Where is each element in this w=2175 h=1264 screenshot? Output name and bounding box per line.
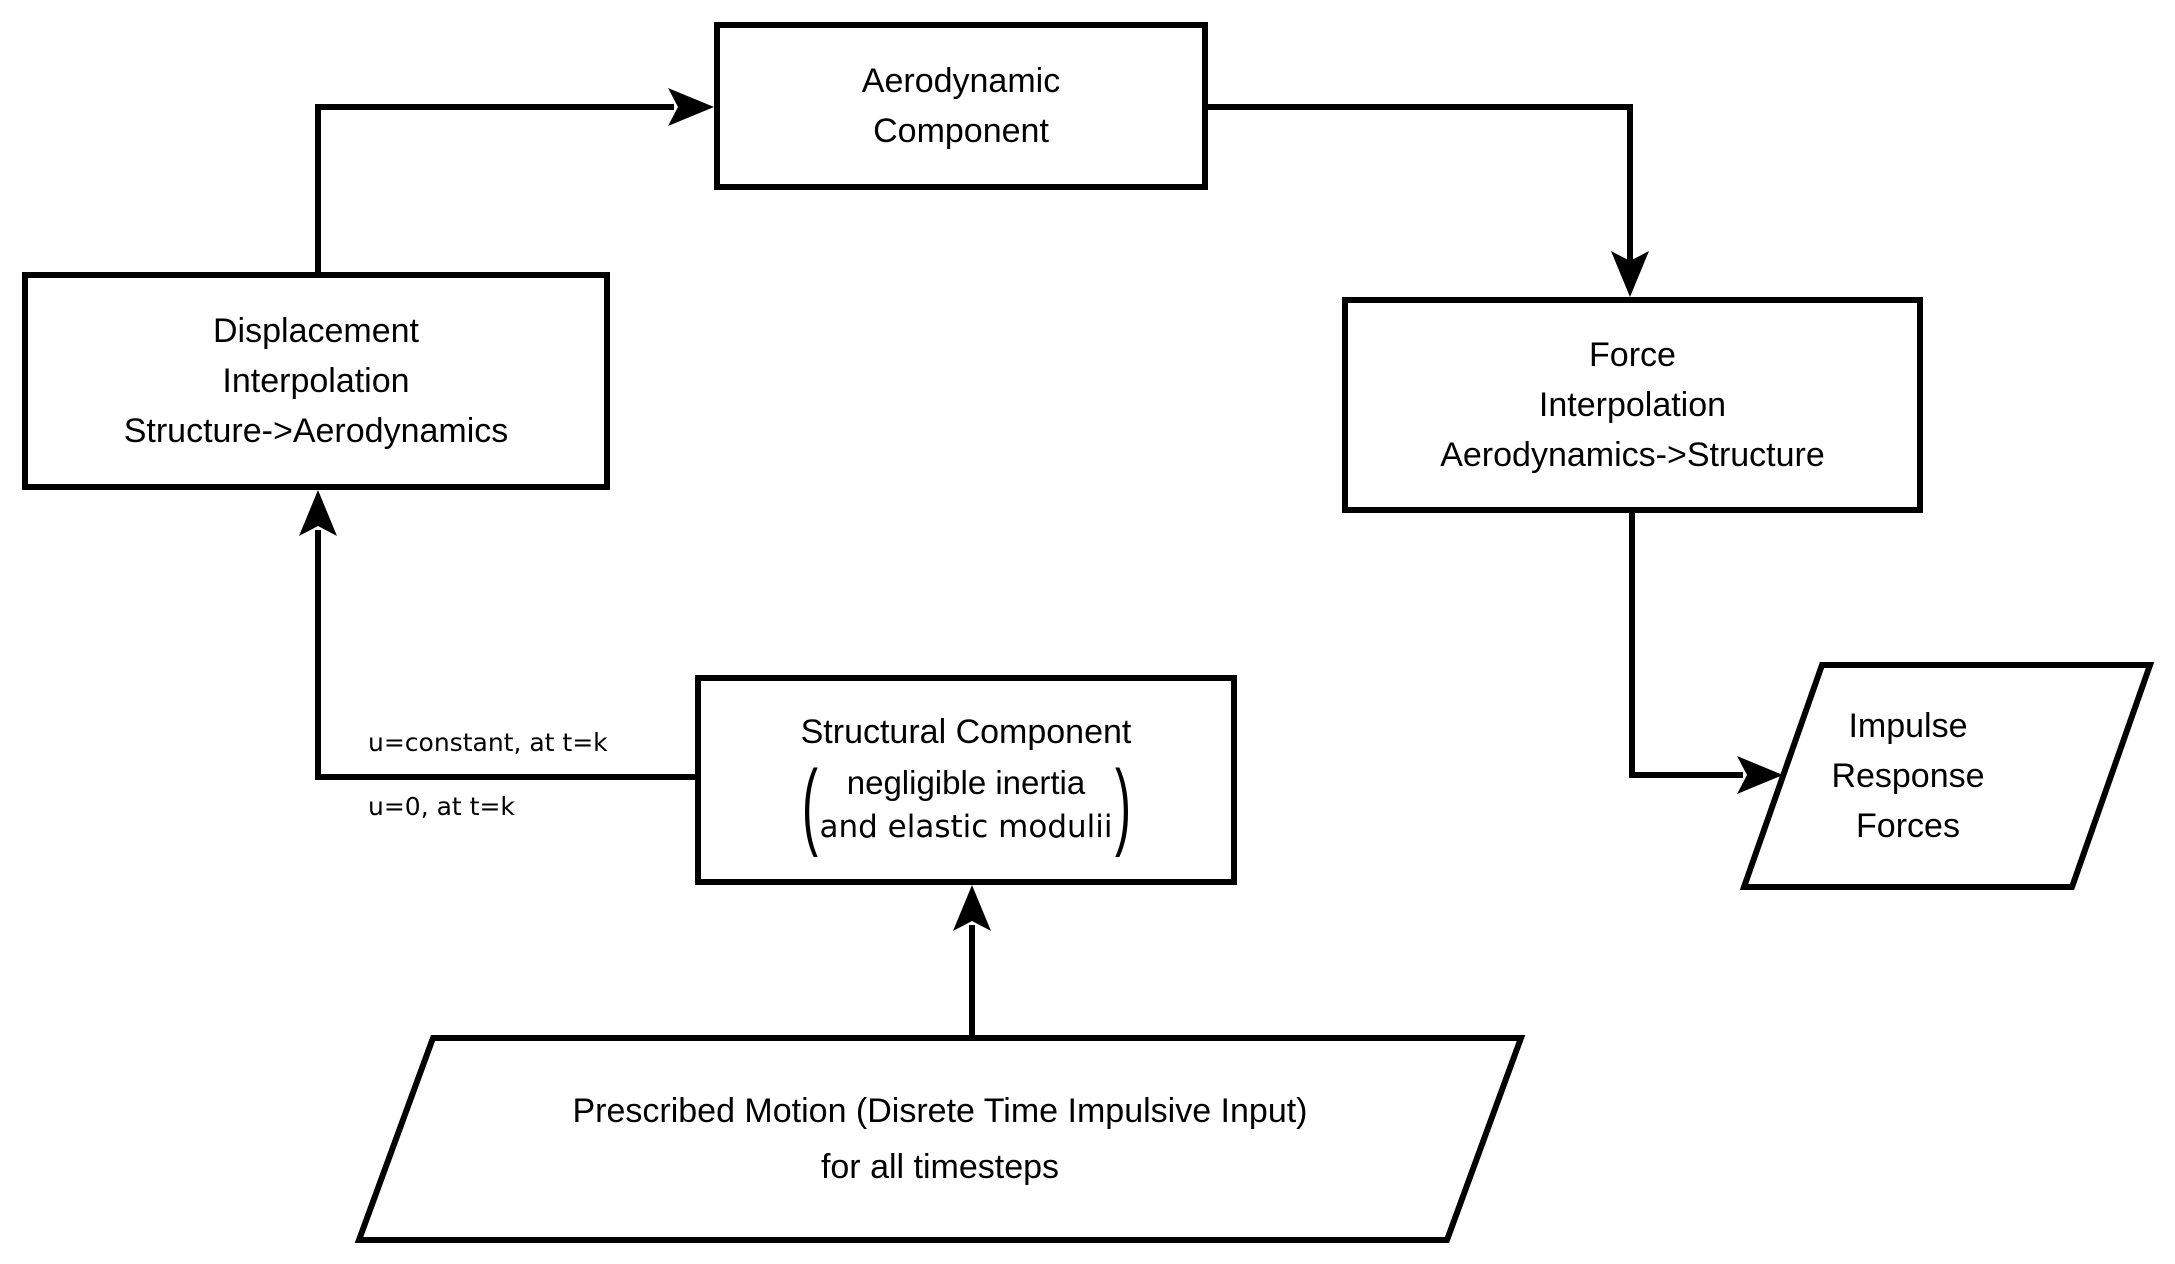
connector-structural-to-displacement: [315, 530, 695, 780]
displacement-interpolation-box: Displacement Interpolation Structure->Ae…: [22, 272, 610, 490]
impulse-response-parallelogram: [1739, 662, 2155, 890]
aerodynamic-component-label-line1: Aerodynamic: [861, 62, 1061, 100]
connector-aerodynamic-to-force: [1208, 104, 1633, 265]
arrowhead-into-aerodynamic-icon: [668, 88, 714, 126]
force-label-line3: Aerodynamics->Structure: [1440, 436, 1825, 474]
displacement-label-line3: Structure->Aerodynamics: [123, 412, 509, 450]
force-interpolation-box: Force Interpolation Aerodynamics->Struct…: [1342, 297, 1923, 513]
structural-component-note: ( negligible inertia and elastic modulii…: [800, 757, 1133, 853]
connector-displacement-to-aerodynamic: [315, 104, 674, 272]
aerodynamic-component-box: Aerodynamic Component: [714, 22, 1208, 190]
open-paren-glyph: (: [801, 751, 818, 858]
aerodynamic-component-label-line2: Component: [873, 112, 1049, 150]
force-label-line2: Interpolation: [1538, 386, 1727, 424]
arrowhead-into-structural-icon: [953, 885, 991, 931]
arrowhead-into-force-icon: [1611, 251, 1649, 297]
edge-label-u-zero: u=0, at t=k: [368, 792, 515, 821]
displacement-label-line1: Displacement: [213, 312, 419, 350]
arrowhead-into-displacement-icon: [299, 490, 337, 536]
close-paren-glyph: ): [1114, 751, 1131, 858]
connector-force-to-impulse: [1629, 513, 1743, 778]
structural-note-line1: negligible inertia: [846, 764, 1086, 801]
edge-label-u-constant: u=constant, at t=k: [368, 728, 608, 757]
prescribed-motion-parallelogram: [354, 1035, 1526, 1243]
force-label-line1: Force: [1589, 336, 1676, 374]
structural-note-line2: and elastic modulii: [819, 809, 1113, 845]
displacement-label-line2: Interpolation: [222, 362, 410, 400]
structural-component-title: Structural Component: [800, 713, 1132, 751]
arrowhead-into-impulse-icon: [1737, 756, 1783, 794]
structural-component-box: Structural Component ( negligible inerti…: [695, 675, 1237, 885]
